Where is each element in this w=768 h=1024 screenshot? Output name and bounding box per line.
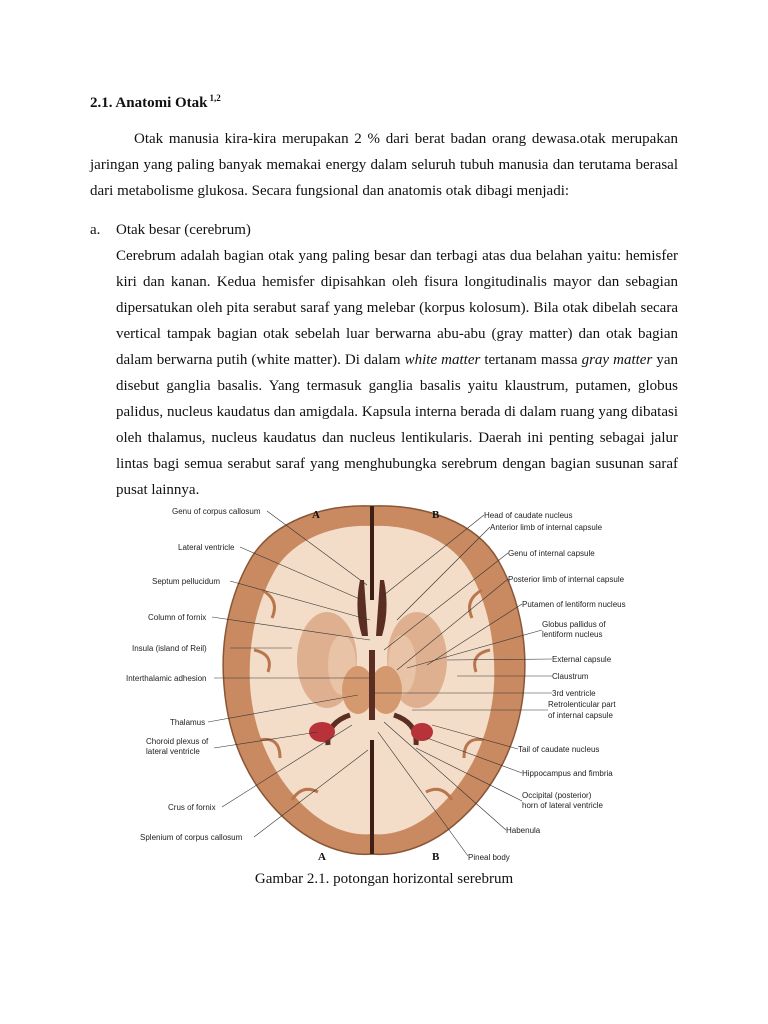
- label-claustrum: Claustrum: [552, 672, 589, 681]
- label-globus-pallidus-2: lentiform nucleus: [542, 630, 602, 639]
- body-run: tertanam massa: [480, 352, 582, 368]
- label-interthalamic-adhesion: Interthalamic adhesion: [126, 674, 207, 683]
- heading-reference: 1,2: [209, 93, 221, 103]
- label-septum-pellucidum: Septum pellucidum: [152, 577, 220, 586]
- label-pineal-body: Pineal body: [468, 853, 510, 862]
- label-choroid-plexus-2: lateral ventricle: [146, 747, 200, 756]
- label-globus-pallidus: Globus pallidus of: [542, 620, 606, 629]
- marker-a-bottom: A: [318, 851, 326, 863]
- label-thalamus: Thalamus: [170, 718, 205, 727]
- list-marker: a.: [90, 222, 101, 238]
- right-labels: Head of caudate nucleus Anterior limb of…: [375, 511, 626, 862]
- label-anterior-limb: Anterior limb of internal capsule: [490, 523, 603, 532]
- label-choroid-plexus: Choroid plexus of: [146, 737, 209, 746]
- brain-figure: A B A B Genu of corpus callosum Lateral …: [122, 500, 642, 865]
- label-putamen: Putamen of lentiform nucleus: [522, 600, 626, 609]
- label-head-caudate: Head of caudate nucleus: [484, 511, 573, 520]
- brain-illustration: A B A B Genu of corpus callosum Lateral …: [126, 505, 626, 863]
- brain-section: [222, 505, 526, 856]
- body-run: Cerebrum adalah bagian otak yang paling …: [116, 248, 678, 368]
- label-tail-caudate: Tail of caudate nucleus: [518, 745, 599, 754]
- label-column-fornix: Column of fornix: [148, 613, 206, 622]
- label-third-ventricle: 3rd ventricle: [552, 689, 596, 698]
- heading-text: 2.1. Anatomi Otak: [90, 95, 208, 111]
- body-run-italic: gray matter: [581, 352, 653, 368]
- marker-b-bottom: B: [432, 851, 440, 863]
- label-lateral-ventricle: Lateral ventricle: [178, 543, 235, 552]
- body-run: yan disebut ganglia basalis. Yang termas…: [116, 352, 678, 498]
- label-retrolenticular-2: of internal capsule: [548, 711, 613, 720]
- label-genu-corpus-callosum: Genu of corpus callosum: [172, 507, 261, 516]
- list-item-title: Otak besar (cerebrum): [116, 222, 251, 238]
- label-insula: Insula (island of Reil): [132, 644, 207, 653]
- body-run-italic: white matter: [404, 352, 481, 368]
- label-genu-internal-capsule: Genu of internal capsule: [508, 549, 595, 558]
- intro-paragraph: Otak manusia kira-kira merupakan 2 % dar…: [90, 131, 678, 199]
- label-posterior-limb: Posterior limb of internal capsule: [508, 575, 625, 584]
- label-retrolenticular: Retrolenticular part: [548, 700, 616, 709]
- label-hippocampus: Hippocampus and fimbria: [522, 769, 613, 778]
- marker-b-top: B: [432, 509, 440, 521]
- label-crus-fornix: Crus of fornix: [168, 803, 216, 812]
- label-habenula: Habenula: [506, 826, 541, 835]
- label-external-capsule: External capsule: [552, 655, 612, 664]
- label-occipital-horn: Occipital (posterior): [522, 791, 592, 800]
- marker-a-top: A: [312, 509, 320, 521]
- figure-caption: Gambar 2.1. potongan horizontal serebrum: [254, 871, 514, 887]
- left-labels: Genu of corpus callosum Lateral ventricl…: [126, 507, 372, 842]
- label-splenium: Splenium of corpus callosum: [140, 833, 243, 842]
- cerebrum-paragraph: Cerebrum adalah bagian otak yang paling …: [116, 243, 678, 503]
- label-occipital-horn-2: horn of lateral ventricle: [522, 801, 603, 810]
